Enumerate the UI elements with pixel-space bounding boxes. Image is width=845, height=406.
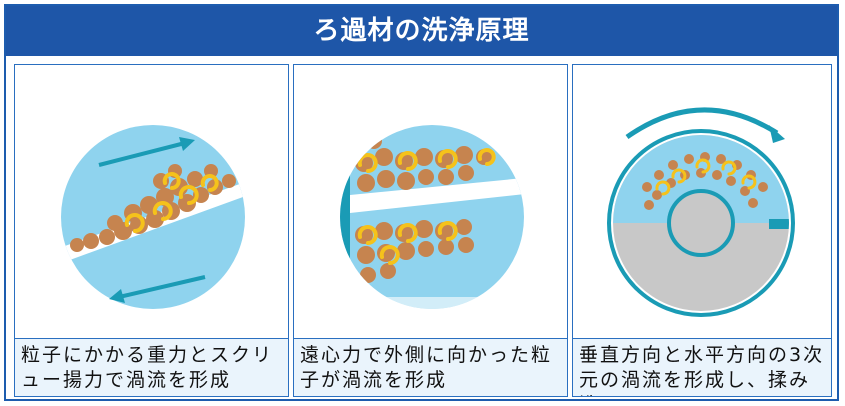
rotation-arrow bbox=[625, 107, 779, 140]
panel-gravity-screw: 粒子にかかる重力とスクリュー揚力で渦流を形成 bbox=[14, 64, 289, 397]
swirl-marks bbox=[357, 148, 496, 265]
diagram-frame: ろ過材の洗浄原理 bbox=[4, 4, 839, 401]
arrow-lower bbox=[109, 275, 206, 303]
swirl-marks bbox=[655, 158, 757, 196]
panel-2-illustration bbox=[294, 65, 567, 339]
screw-vortex-illustration bbox=[61, 125, 245, 309]
particle-cluster bbox=[70, 164, 236, 252]
centrifugal-vortex-illustration bbox=[340, 125, 524, 309]
rotation-arrowhead bbox=[769, 125, 785, 143]
panel-3-illustration bbox=[573, 65, 831, 339]
arrow-upper bbox=[98, 137, 195, 167]
panel-centrifugal: 遠心力で外側に向かった粒子が渦流を形成 bbox=[293, 64, 568, 397]
diagram-title: ろ過材の洗浄原理 bbox=[6, 6, 837, 56]
swirl-marks bbox=[124, 172, 219, 233]
drum-vortex-illustration bbox=[607, 107, 795, 317]
bottom-band bbox=[340, 297, 524, 309]
panel-3-caption: 垂直方向と水平方向の3次元の渦流を形成し、揉み洗い bbox=[573, 338, 831, 396]
panel-2-caption: 遠心力で外側に向かった粒子が渦流を形成 bbox=[294, 338, 567, 396]
drum-hub bbox=[667, 189, 735, 257]
outer-wall bbox=[340, 125, 350, 309]
water-zone bbox=[613, 135, 789, 223]
panel-1-caption: 粒子にかかる重力とスクリュー揚力で渦流を形成 bbox=[15, 338, 288, 396]
drum-outlet bbox=[769, 219, 789, 229]
panel-1-illustration bbox=[15, 65, 288, 339]
panel-3d-vortex: 垂直方向と水平方向の3次元の渦流を形成し、揉み洗い bbox=[572, 64, 832, 397]
blade-band bbox=[350, 177, 524, 213]
